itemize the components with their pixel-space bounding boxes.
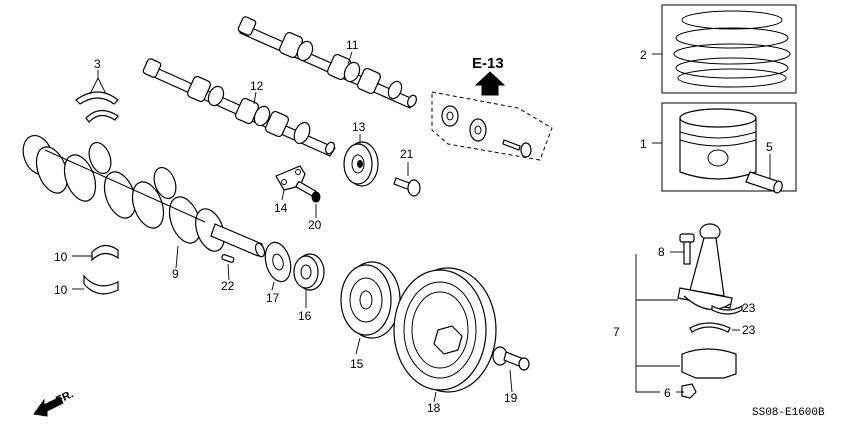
timing-pulley (340, 261, 401, 339)
reference-e13-inset (431, 91, 553, 161)
bolt-20 (295, 181, 321, 203)
piston-rings (661, 4, 797, 94)
direction-label: FR. (54, 388, 75, 406)
woodruff-key (221, 254, 235, 263)
callout-1: 1 (640, 137, 647, 151)
callout-10-upper: 10 (54, 250, 68, 264)
callout-5: 5 (766, 140, 773, 154)
rod-cap (681, 348, 737, 379)
callout-2: 2 (640, 48, 647, 62)
piston-pin (745, 171, 783, 194)
rod-nut (681, 383, 697, 399)
cam-pulley (343, 141, 379, 187)
callout-10-lower: 10 (54, 283, 68, 297)
callout-23-lower: 23 (742, 323, 756, 337)
callout-9: 9 (172, 267, 179, 281)
callout-13: 13 (352, 120, 366, 134)
e13-arrow (474, 71, 506, 96)
reference-label: E-13 (472, 55, 504, 72)
rod-bearing-lower (689, 322, 731, 333)
leader-lines (72, 51, 771, 403)
bolt-21 (393, 177, 421, 197)
callout-16: 16 (298, 309, 312, 323)
callout-17: 17 (266, 291, 280, 305)
crank-bearing-lower (83, 274, 119, 295)
connecting-rod (677, 223, 733, 311)
crankshaft-pulley (393, 267, 497, 393)
callout-3: 3 (94, 57, 101, 71)
crank-bearing-upper (91, 244, 119, 262)
callout-7: 7 (613, 325, 620, 339)
callout-19: 19 (504, 391, 518, 405)
washer-17 (264, 241, 292, 283)
piston (661, 102, 797, 192)
main-bearing-upper (75, 91, 119, 123)
callout-23-upper: 23 (742, 301, 756, 315)
callout-8: 8 (658, 245, 665, 259)
camshaft-lower (142, 58, 336, 157)
front-direction-indicator: FR. (33, 388, 75, 417)
callout-12: 12 (250, 79, 264, 93)
crank-gear (293, 253, 325, 291)
bolt-19 (492, 346, 530, 371)
callout-18: 18 (427, 401, 441, 415)
callout-15: 15 (350, 357, 364, 371)
callout-11: 11 (346, 38, 359, 52)
callout-14: 14 (274, 201, 288, 215)
callout-20: 20 (308, 218, 322, 232)
camshaft-upper (237, 16, 417, 109)
crankshaft (22, 135, 266, 258)
rod-bearing-upper (711, 304, 743, 315)
callout-21: 21 (400, 147, 414, 161)
rod-bolt (679, 233, 695, 265)
callout-22: 22 (221, 279, 235, 293)
callout-6: 6 (664, 386, 671, 400)
diagram-code: SS08-E1600B (752, 407, 825, 419)
